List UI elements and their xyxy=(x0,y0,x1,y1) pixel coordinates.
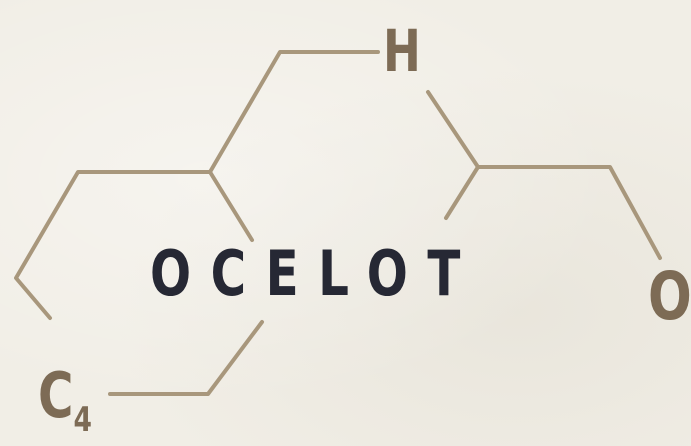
atom-o-label: O xyxy=(648,264,691,330)
bond-branch-up xyxy=(208,50,380,174)
atom-c-text: C xyxy=(38,359,74,432)
atom-h-text: H xyxy=(383,17,421,85)
brand-wordmark: OCELOT xyxy=(150,237,480,310)
bond-right-stub xyxy=(444,165,480,220)
bond-ring-bottom xyxy=(108,320,264,396)
bond-ring-left xyxy=(14,170,212,320)
atom-h-label: H xyxy=(383,22,421,80)
bond-ring-inner xyxy=(208,170,254,242)
atom-o-text: O xyxy=(648,258,691,335)
atom-c-subscript: 4 xyxy=(73,400,92,440)
bond-h-down xyxy=(426,90,480,169)
atom-c4-label: C4 xyxy=(38,365,92,438)
bond-right-chain xyxy=(476,165,662,260)
